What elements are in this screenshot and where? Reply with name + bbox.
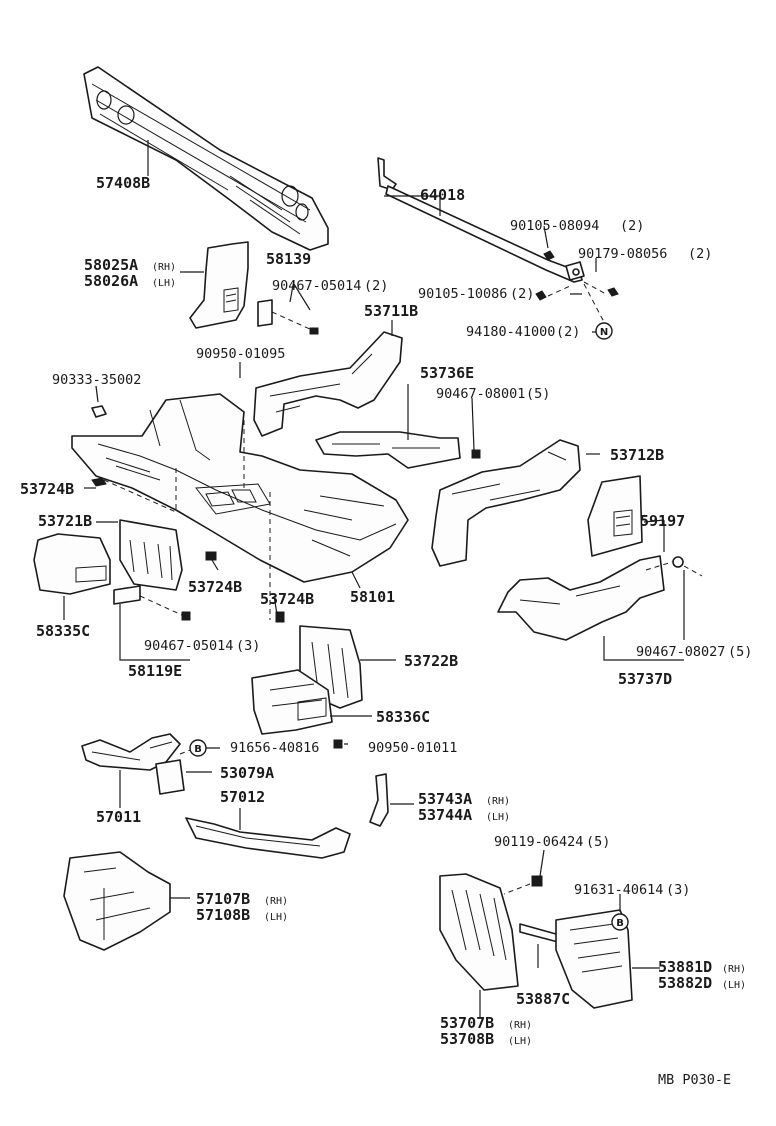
bracket-58025a-drawing [189, 241, 319, 335]
label-53707b-side: (RH) [508, 1020, 532, 1031]
label-57107b-side: (RH) [264, 896, 288, 907]
label-90467-08027-qty: (5) [728, 644, 752, 660]
label-53724b-b: 53724B [188, 578, 242, 596]
label-90105-10086-qty: (2) [510, 286, 534, 302]
label-58119e: 58119E [128, 662, 182, 680]
label-91631-40614: 91631-40614 [574, 882, 663, 898]
label-53881d-side: (RH) [722, 964, 746, 975]
label-53711b: 53711B [364, 302, 418, 320]
label-90119-06424: 90119-06424 [494, 834, 583, 850]
member-57012-drawing [185, 817, 351, 859]
label-91656-40816: 91656-40816 [230, 740, 319, 756]
label-64018: 64018 [420, 186, 465, 204]
label-90333-35002: 90333-35002 [52, 372, 141, 388]
label-90119-06424-qty: (5) [586, 834, 610, 850]
label-58335c: 58335C [36, 622, 90, 640]
label-53724b-a: 53724B [20, 480, 74, 498]
label-57107b: 57107B [196, 890, 250, 908]
label-53736e: 53736E [420, 364, 474, 382]
label-90105-10086: 90105-10086 [418, 286, 507, 302]
marker-n: N [595, 322, 613, 340]
bracket-58335c-drawing [33, 477, 285, 623]
label-90105-08094-qty: (2) [620, 218, 644, 234]
label-90950-01011: 90950-01011 [368, 740, 457, 756]
label-90467-08001-qty: (5) [526, 386, 550, 402]
floor-pan-58101-drawing [71, 393, 409, 620]
label-53722b: 53722B [404, 652, 458, 670]
label-53724b-c: 53724B [260, 590, 314, 608]
label-58139: 58139 [266, 250, 311, 268]
label-90467-08001: 90467-08001 [436, 386, 525, 402]
label-53707b: 53707B [440, 1014, 494, 1032]
label-90467-08027: 90467-08027 [636, 644, 725, 660]
label-58026a: 58026A [84, 272, 138, 290]
part-labels: 57408B 64018 90105-08094 (2) 90179-08056… [20, 174, 752, 1088]
label-53743a-side: (RH) [486, 796, 510, 807]
panel-57107b-drawing [63, 851, 171, 951]
label-90467-05014-b-qty: (3) [236, 638, 260, 654]
label-53737d: 53737D [618, 670, 672, 688]
sill-panel-53737d-drawing [497, 555, 703, 641]
label-53721b: 53721B [38, 512, 92, 530]
label-94180-41000: 94180-41000 [466, 324, 555, 340]
label-53882d: 53882D [658, 974, 712, 992]
label-53708b-side: (LH) [508, 1036, 532, 1047]
marker-b-1: B [189, 739, 207, 757]
label-53743a: 53743A [418, 790, 472, 808]
marker-b-label: B [194, 744, 202, 755]
label-94180-41000-qty: (2) [556, 324, 580, 340]
label-90467-05014-b: 90467-05014 [144, 638, 233, 654]
floor-member-53711b-drawing [253, 331, 403, 437]
member-57011-drawing [81, 733, 197, 795]
label-57108b-side: (LH) [264, 912, 288, 923]
label-59197: 59197 [640, 512, 685, 530]
label-53712b: 53712B [610, 446, 664, 464]
label-53744a-side: (LH) [486, 812, 510, 823]
label-90179-08056-qty: (2) [688, 246, 712, 262]
label-57408b: 57408B [96, 174, 150, 192]
label-57108b: 57108B [196, 906, 250, 924]
label-90105-08094: 90105-08094 [510, 218, 599, 234]
label-53079a: 53079A [220, 764, 274, 782]
splash-shield-53707b-drawing [439, 873, 633, 1009]
label-90467-05014: 90467-05014 [272, 278, 361, 294]
label-58025a: 58025A [84, 256, 138, 274]
side-panel-53712b-drawing [431, 439, 581, 567]
label-53708b: 53708B [440, 1030, 494, 1048]
label-58101: 58101 [350, 588, 395, 606]
marker-n-label: N [600, 327, 608, 338]
bracket-59197-drawing [587, 475, 643, 557]
label-53881d: 53881D [658, 958, 712, 976]
footer-code: MB P030-E [658, 1072, 731, 1088]
cowl-panel-drawing [83, 66, 329, 251]
bracket-53743a-drawing [369, 773, 389, 827]
label-90950-01095: 90950-01095 [196, 346, 285, 362]
side-panel-53736e-drawing [315, 431, 481, 469]
label-90467-05014-qty: (2) [364, 278, 388, 294]
brace-rod-drawing [377, 157, 619, 323]
label-57012: 57012 [220, 788, 265, 806]
label-91631-40614-qty: (3) [666, 882, 690, 898]
label-58026a-side: (LH) [152, 278, 176, 289]
label-58336c: 58336C [376, 708, 430, 726]
label-53887c: 53887C [516, 990, 570, 1008]
label-53744a: 53744A [418, 806, 472, 824]
marker-b-2: B [611, 913, 629, 931]
label-90179-08056: 90179-08056 [578, 246, 667, 262]
label-57011: 57011 [96, 808, 141, 826]
label-53882d-side: (LH) [722, 980, 746, 991]
marker-b-label: B [616, 918, 624, 929]
label-58025a-side: (RH) [152, 262, 176, 273]
bracket-53722b-drawing [251, 625, 363, 749]
